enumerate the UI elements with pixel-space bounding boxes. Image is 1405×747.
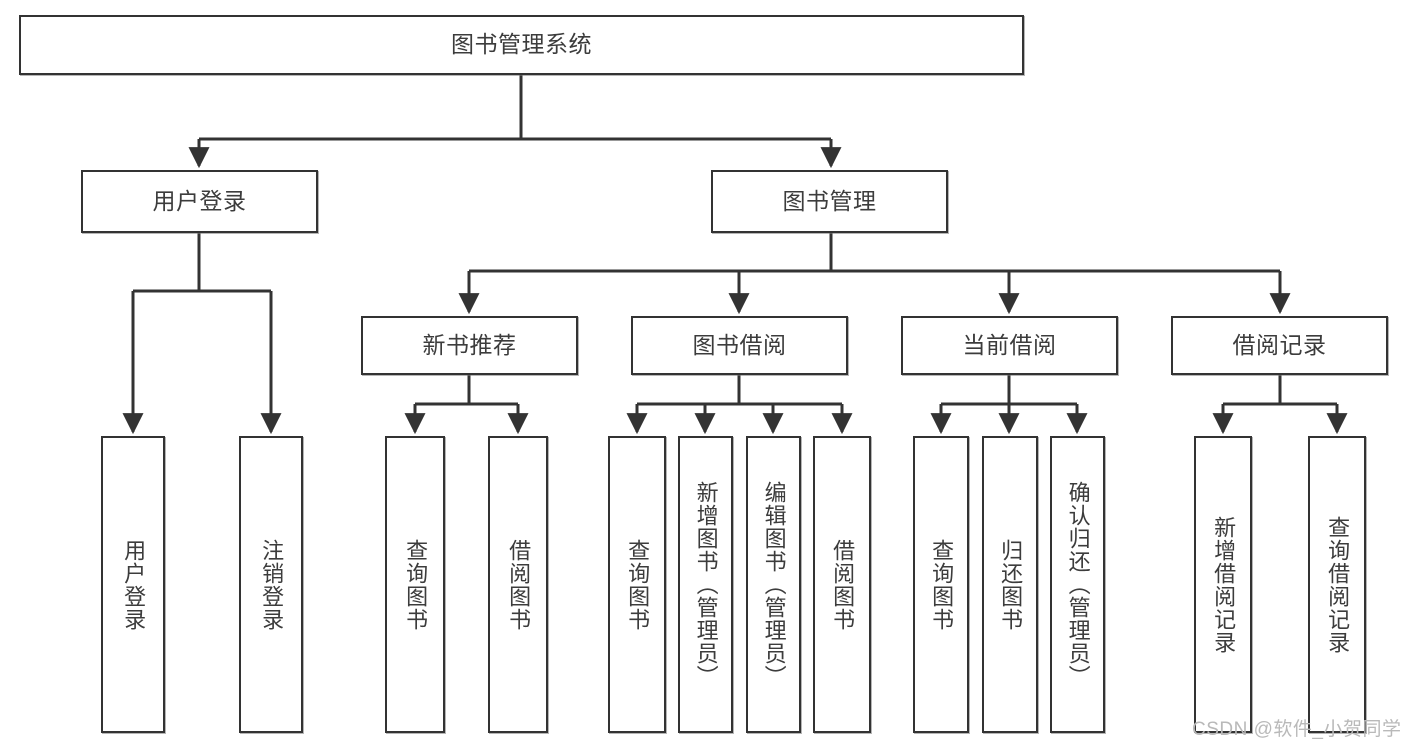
node-book-borrow[interactable]: 图书借阅 <box>631 316 848 375</box>
node-leaf-newbook-query-book-label: 查询图书 <box>403 538 429 631</box>
node-leaf-borrow-lend-book[interactable]: 借阅图书 <box>813 436 871 733</box>
csdn-watermark: CSDN @软件_小贺同学 <box>1192 719 1402 740</box>
node-borrow-record[interactable]: 借阅记录 <box>1171 316 1388 375</box>
node-leaf-current-confirm-return-admin-label: 确认归还（管理员） <box>1065 481 1091 688</box>
node-new-book-recommend-label: 新书推荐 <box>422 331 517 358</box>
node-leaf-newbook-borrow-book[interactable]: 借阅图书 <box>488 436 548 733</box>
node-leaf-record-add-label: 新增借阅记录 <box>1211 515 1237 654</box>
node-leaf-user-login[interactable]: 用户登录 <box>101 436 165 733</box>
node-leaf-borrow-query-book[interactable]: 查询图书 <box>608 436 666 733</box>
node-current-borrow[interactable]: 当前借阅 <box>901 316 1118 375</box>
node-leaf-logout-label: 注销登录 <box>259 538 285 631</box>
node-leaf-newbook-borrow-book-label: 借阅图书 <box>506 538 532 631</box>
node-leaf-record-query-label: 查询借阅记录 <box>1325 515 1351 654</box>
node-book-management-label: 图书管理 <box>782 187 877 214</box>
node-new-book-recommend[interactable]: 新书推荐 <box>361 316 578 375</box>
node-leaf-current-query-book-label: 查询图书 <box>929 538 955 631</box>
node-borrow-record-label: 借阅记录 <box>1232 331 1327 358</box>
node-leaf-record-query[interactable]: 查询借阅记录 <box>1308 436 1366 733</box>
node-leaf-borrow-edit-book-admin-label: 编辑图书（管理员） <box>761 481 787 688</box>
node-leaf-borrow-add-book-admin-label: 新增图书（管理员） <box>693 481 719 688</box>
node-book-borrow-label: 图书借阅 <box>692 331 787 358</box>
node-user-login-label: 用户登录 <box>152 187 247 214</box>
node-current-borrow-label: 当前借阅 <box>962 331 1057 358</box>
node-root-label: 图书管理系统 <box>451 31 592 58</box>
node-leaf-borrow-query-book-label: 查询图书 <box>625 538 651 631</box>
node-leaf-borrow-lend-book-label: 借阅图书 <box>830 538 856 631</box>
node-leaf-borrow-edit-book-admin[interactable]: 编辑图书（管理员） <box>746 436 801 733</box>
node-leaf-logout[interactable]: 注销登录 <box>239 436 303 733</box>
node-leaf-current-return-book-label: 归还图书 <box>998 538 1024 631</box>
node-user-login[interactable]: 用户登录 <box>81 170 318 233</box>
node-root-library-management-system[interactable]: 图书管理系统 <box>19 15 1024 75</box>
node-book-management[interactable]: 图书管理 <box>711 170 948 233</box>
node-leaf-current-query-book[interactable]: 查询图书 <box>913 436 969 733</box>
node-leaf-newbook-query-book[interactable]: 查询图书 <box>385 436 445 733</box>
node-leaf-record-add[interactable]: 新增借阅记录 <box>1194 436 1252 733</box>
node-leaf-current-confirm-return-admin[interactable]: 确认归还（管理员） <box>1050 436 1105 733</box>
node-leaf-current-return-book[interactable]: 归还图书 <box>982 436 1038 733</box>
node-leaf-borrow-add-book-admin[interactable]: 新增图书（管理员） <box>678 436 733 733</box>
node-leaf-user-login-label: 用户登录 <box>121 538 147 631</box>
